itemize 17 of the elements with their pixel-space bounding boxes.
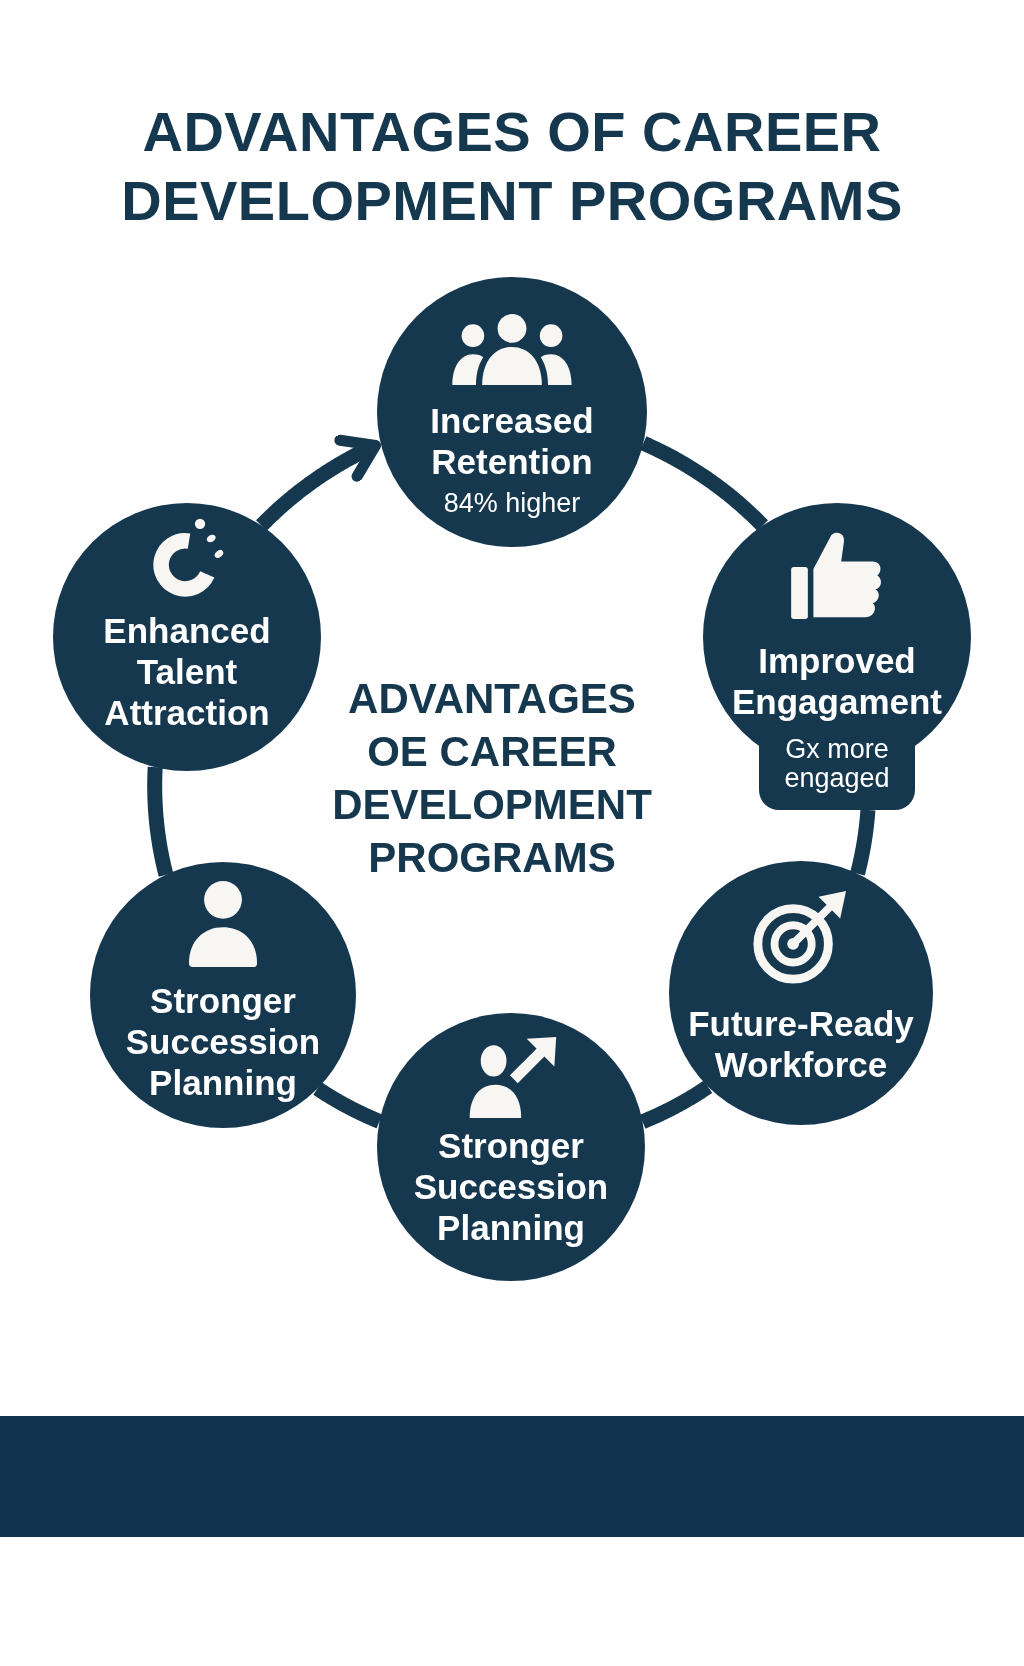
benefit-title: Stronger Succession Planning: [412, 1125, 610, 1248]
benefit-title: Improved Engagament: [730, 640, 943, 722]
center-heading: ADVANTAGES OE CAREER DEVELOPMENT PROGRAMS: [331, 674, 653, 883]
benefit-title: Increased Retention: [429, 400, 595, 482]
benefit-circle: [377, 1013, 645, 1281]
arrow: [255, 434, 382, 532]
benefit-stat: Gx more engaged: [783, 735, 891, 793]
benefit-title: Stronger Succession Planning: [124, 980, 322, 1103]
benefit-circle: [703, 503, 971, 810]
benefit-stat: 84% higher: [442, 489, 582, 518]
benefit-circle: [377, 277, 647, 547]
benefit-circle: [90, 862, 356, 1128]
title: ADVANTAGES OF CAREER DEVELOPMENT PROGRAMS: [120, 99, 904, 234]
benefit-circle: [53, 503, 321, 771]
benefit-circle: [669, 861, 933, 1125]
benefit-title: Enhanced Talent Attraction: [102, 610, 272, 733]
benefit-title: Future-Ready Workforce: [687, 1003, 915, 1085]
